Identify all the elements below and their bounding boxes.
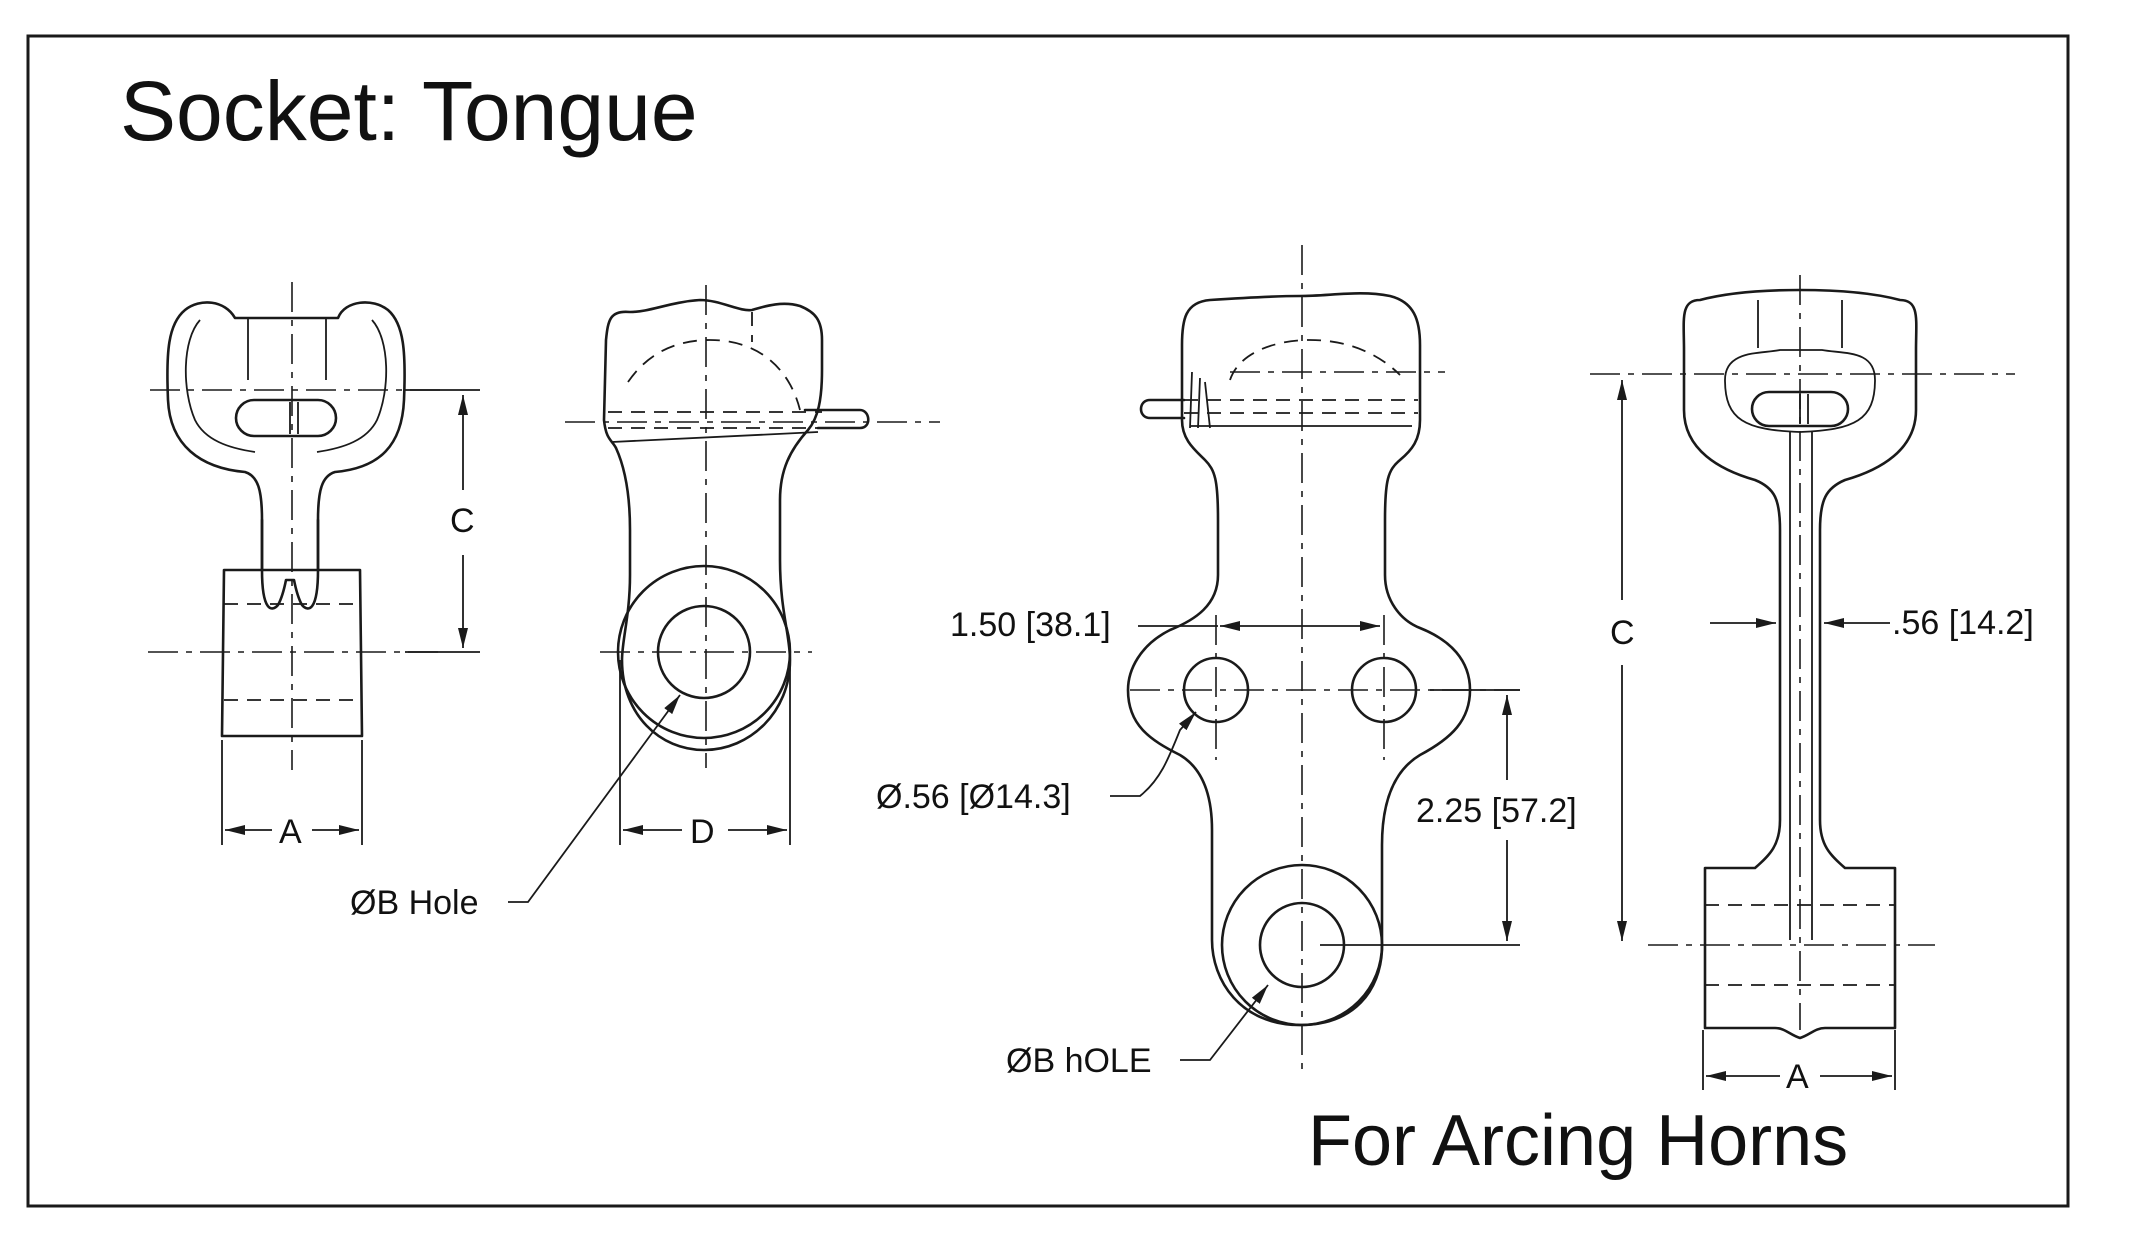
view-2-cotter-pin <box>803 408 870 430</box>
view-1-dim-a-label: A <box>279 813 302 851</box>
view-4-dim-c-label: C <box>1610 614 1635 652</box>
view-1-inner-outline <box>184 319 256 453</box>
view-3-hidden-socket <box>1229 339 1401 381</box>
view-3-height-label: 2.25 [57.2] <box>1416 792 1577 830</box>
view-1-head-outline <box>166 301 406 610</box>
view-4-thickness-label: .56 [14.2] <box>1892 604 2034 642</box>
view-3-cotter-pin <box>1139 398 1186 420</box>
view-2-band-line <box>611 431 819 443</box>
view-3-leader-small-hole <box>1110 711 1197 797</box>
drawing-title: Socket: Tongue <box>120 64 698 158</box>
view-3-outline <box>1126 292 1472 1027</box>
view-2-socket-side: D ØB Hole <box>350 285 940 922</box>
view-4-dim-a-label: A <box>1786 1058 1809 1096</box>
view-4-outline <box>1682 288 1918 1040</box>
view-1-inner-outline-right <box>316 319 388 453</box>
view-3-hole-label: ØB hOLE <box>1006 1042 1152 1080</box>
view-1-pin-slot <box>234 398 338 438</box>
view-1-dim-c-label: C <box>450 502 475 540</box>
drawing-border <box>26 34 2070 1208</box>
view-4-inner-outline <box>1724 349 1876 433</box>
view-1-eye-outline <box>220 568 364 738</box>
view-3-leader-hole <box>1180 984 1269 1061</box>
view-3-tongue-front: 1.50 [38.1] Ø.56 [Ø14.3] 2.25 [57.2] ØB … <box>876 245 1577 1080</box>
view-4-tongue-side: C .56 [14.2] A <box>1590 275 2034 1096</box>
view-2-dim-d-label: D <box>690 813 715 851</box>
drawing-subtitle: For Arcing Horns <box>1308 1101 1848 1181</box>
view-2-hidden-socket <box>627 339 801 411</box>
view-2-hole-label: ØB Hole <box>350 884 479 922</box>
view-3-spacing-label: 1.50 [38.1] <box>950 606 1111 644</box>
view-1-neck-to-eye <box>260 518 320 572</box>
view-3-band-shading <box>1189 371 1211 429</box>
view-3-small-hole-label: Ø.56 [Ø14.3] <box>876 778 1071 816</box>
view-2-leader-hole <box>508 694 681 903</box>
view-1-socket-front: C A <box>148 282 480 851</box>
